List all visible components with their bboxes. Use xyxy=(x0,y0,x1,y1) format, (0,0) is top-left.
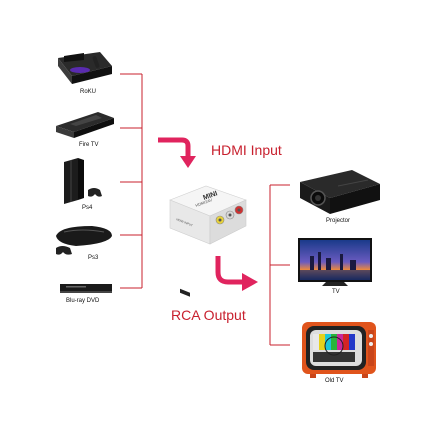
converter-box-icon xyxy=(169,185,247,297)
projector-icon xyxy=(300,170,380,214)
hdmi-input-arrow xyxy=(158,137,196,168)
input-label-bluray: Blu-ray DVD xyxy=(66,298,100,304)
flat-tv-icon xyxy=(298,238,372,286)
rca-output-label: RCA Output xyxy=(171,307,246,323)
converter-side-text: HDMI2AV xyxy=(195,197,213,208)
input-label-ps3: Ps3 xyxy=(88,255,99,261)
input-label-ps4: Ps4 xyxy=(82,205,93,211)
roku-box-icon xyxy=(58,52,112,84)
ps3-console-icon xyxy=(56,226,112,255)
crt-tv-icon xyxy=(302,322,376,378)
fire-tv-box-icon xyxy=(56,112,114,138)
output-label-projector: Projector xyxy=(326,218,351,224)
output-label-tv: TV xyxy=(332,289,340,295)
ps4-console-icon xyxy=(64,158,102,204)
input-label-roku: RoKU xyxy=(80,89,97,95)
output-connector-lines xyxy=(269,184,290,346)
converter-front-label: HDMI INPUT xyxy=(176,217,194,227)
input-connector-lines xyxy=(120,73,143,289)
input-label-fire-tv: Fire TV xyxy=(79,142,99,148)
converter-top-text: MINI xyxy=(202,190,218,202)
output-label-old-tv: Old TV xyxy=(325,378,344,384)
rca-output-arrow xyxy=(215,256,258,291)
bluray-player-icon xyxy=(60,284,112,293)
hdmi-input-label: HDMI Input xyxy=(211,142,282,158)
